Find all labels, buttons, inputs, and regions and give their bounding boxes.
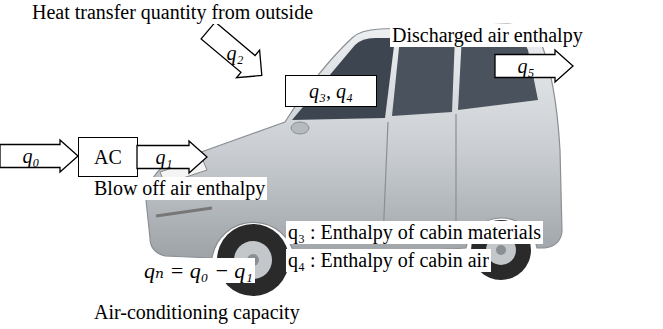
callout-label: Blow off air enthalpy [92, 177, 267, 200]
node-text: q₀ [23, 145, 40, 167]
caption-note: Air-conditioning capacity [92, 301, 302, 324]
heat-arrow: q₂ [205, 25, 265, 81]
node-text: AC [94, 146, 122, 168]
node-text: q₅ [518, 55, 535, 77]
node-text: q₁ [156, 146, 173, 168]
node-text: q₂ [227, 42, 244, 64]
legend-note: q₃ : Enthalpy of cabin materials [286, 221, 543, 244]
car-front-window [392, 36, 455, 116]
flow-arrow: q₀ [0, 140, 78, 172]
block-arrow [137, 141, 207, 173]
cabin-box: q₃, q₄ [285, 75, 377, 107]
flow-arrow: q₅ [495, 50, 573, 82]
legend-note: q₄ : Enthalpy of cabin air [286, 249, 491, 272]
block-arrow [0, 140, 78, 172]
node-text: q₃, q₄ [309, 80, 353, 102]
heading-note: Heat transfer quantity from outside [30, 1, 315, 24]
block-arrow [495, 50, 573, 82]
flow-arrow: q₁ [137, 141, 207, 173]
block-arrow [201, 22, 262, 78]
car-grille [156, 208, 212, 216]
callout-label: Discharged air enthalpy [390, 24, 585, 47]
car-mirror [291, 122, 309, 134]
ac-unit-box: AC [78, 137, 138, 177]
equation: qₙ = q₀ − q₁ [142, 258, 255, 283]
